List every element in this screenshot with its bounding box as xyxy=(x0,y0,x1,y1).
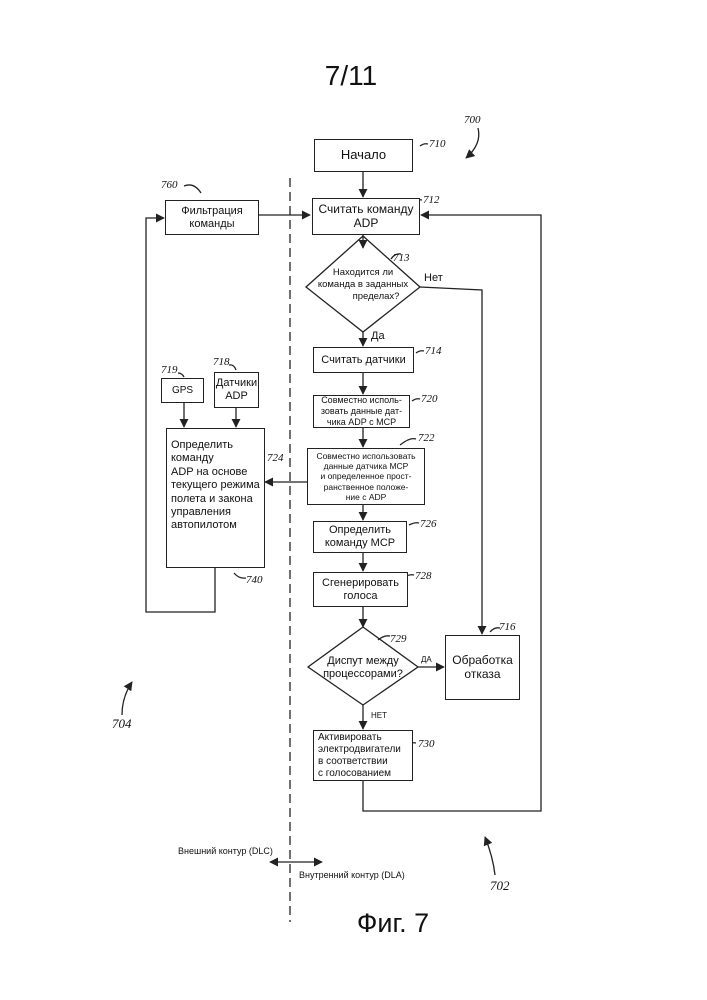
read-command-box: Считать команду ADP xyxy=(312,198,420,235)
decision-729-no-label: НЕТ xyxy=(371,711,387,720)
share-mcp-line-5: ние с ADP xyxy=(346,492,387,502)
decision-713-line-2: команда в заданных xyxy=(308,279,418,291)
share-mcp-data-box: Совместно использовать данные датчика MC… xyxy=(307,448,425,505)
generate-votes-line-1: Сгенерировать xyxy=(322,577,399,590)
share-adp-line-3: чика ADP с MCP xyxy=(327,417,396,428)
ref-760: 760 xyxy=(161,179,178,191)
determine-adp-line-2: команду xyxy=(171,452,214,465)
outer-loop-label: Внешний контур (DLC) xyxy=(178,846,273,856)
ref-718: 718 xyxy=(213,356,230,368)
adp-sensors-box: Датчики ADP xyxy=(214,372,259,408)
ref-700: 700 xyxy=(464,114,481,126)
determine-adp-line-4: текущего режима xyxy=(171,479,260,492)
share-adp-line-1: Совместно исполь- xyxy=(321,395,402,406)
decision-713-line-3: пределах? xyxy=(308,291,418,303)
gps-label: GPS xyxy=(172,385,193,397)
fault-handling-box: Обработка отказа xyxy=(445,635,520,700)
ref-726: 726 xyxy=(420,518,437,530)
ref-719: 719 xyxy=(161,364,178,376)
start-box: Начало xyxy=(314,139,413,172)
filter-line-2: команды xyxy=(189,218,234,231)
fault-line-1: Обработка xyxy=(452,654,513,668)
decision-729-line-1: Диспут между xyxy=(309,655,417,668)
ref-710: 710 xyxy=(429,138,446,150)
ref-730: 730 xyxy=(418,738,435,750)
ref-728: 728 xyxy=(415,570,432,582)
determine-adp-line-3: ADP на основе xyxy=(171,466,247,479)
ref-724: 724 xyxy=(267,452,284,464)
determine-adp-line-1: Определить xyxy=(171,439,233,452)
decision-729-line-2: процессорами? xyxy=(309,668,417,681)
share-mcp-line-1: Совместно использовать xyxy=(316,451,415,461)
ref-716: 716 xyxy=(499,621,516,633)
ref-722: 722 xyxy=(418,432,435,444)
generate-votes-box: Сгенерировать голоса xyxy=(313,572,408,607)
share-mcp-line-4: ранственное положе- xyxy=(324,482,409,492)
decision-713-no-label: Нет xyxy=(424,272,443,284)
decision-729-text: Диспут между процессорами? xyxy=(309,655,417,681)
read-sensors-box: Считать датчики xyxy=(313,347,414,373)
generate-votes-line-2: голоса xyxy=(344,590,378,603)
ref-704: 704 xyxy=(112,716,132,732)
determine-adp-line-5: полета и закона xyxy=(171,493,253,506)
gps-box: GPS xyxy=(161,378,204,403)
activate-motors-box: Активировать электродвигатели в соответс… xyxy=(313,730,413,781)
activate-line-3: в соответствии xyxy=(318,756,388,768)
ref-702: 702 xyxy=(490,878,510,894)
adp-sensors-line-1: Датчики xyxy=(216,377,257,390)
fault-line-2: отказа xyxy=(464,668,500,682)
determine-mcp-command-box: Определить команду MCP xyxy=(313,521,407,553)
read-command-line-1: Считать команду xyxy=(319,203,414,217)
share-mcp-line-2: данные датчика MCP xyxy=(324,461,409,471)
activate-line-4: с голосованием xyxy=(318,768,391,780)
command-filter-box: Фильтрация команды xyxy=(165,200,259,235)
determine-adp-command-box: Определить команду ADP на основе текущег… xyxy=(166,428,265,568)
activate-line-1: Активировать xyxy=(318,732,382,744)
ref-729: 729 xyxy=(390,633,407,645)
determine-adp-line-7: автопилотом xyxy=(171,519,237,532)
adp-sensors-line-2: ADP xyxy=(225,390,248,403)
share-mcp-line-3: и определенное прост- xyxy=(320,471,411,481)
share-adp-data-box: Совместно исполь- зовать данные дат- чик… xyxy=(313,395,410,428)
sheet-number: 7/11 xyxy=(291,60,411,92)
share-adp-line-2: зовать данные дат- xyxy=(321,406,402,417)
determine-adp-line-6: управления xyxy=(171,506,231,519)
read-sensors-label: Считать датчики xyxy=(321,354,405,367)
decision-713-text: Находится ли команда в заданных пределах… xyxy=(308,267,418,303)
ref-720: 720 xyxy=(421,393,438,405)
ref-714: 714 xyxy=(425,345,442,357)
ref-740: 740 xyxy=(246,574,263,586)
figure-caption: Фиг. 7 xyxy=(333,908,453,939)
ref-712: 712 xyxy=(423,194,440,206)
decision-713-line-1: Находится ли xyxy=(308,267,418,279)
determine-mcp-line-2: команду MCP xyxy=(325,537,395,550)
ref-713: 713 xyxy=(393,252,410,264)
start-label: Начало xyxy=(341,148,386,163)
determine-mcp-line-1: Определить xyxy=(329,524,391,537)
decision-713-yes-label: Да xyxy=(371,330,385,342)
decision-729-yes-label: ДА xyxy=(421,655,432,664)
activate-line-2: электродвигатели xyxy=(318,744,401,756)
filter-line-1: Фильтрация xyxy=(181,205,242,218)
read-command-line-2: ADP xyxy=(354,217,379,231)
inner-loop-label: Внутренний контур (DLA) xyxy=(299,870,405,880)
